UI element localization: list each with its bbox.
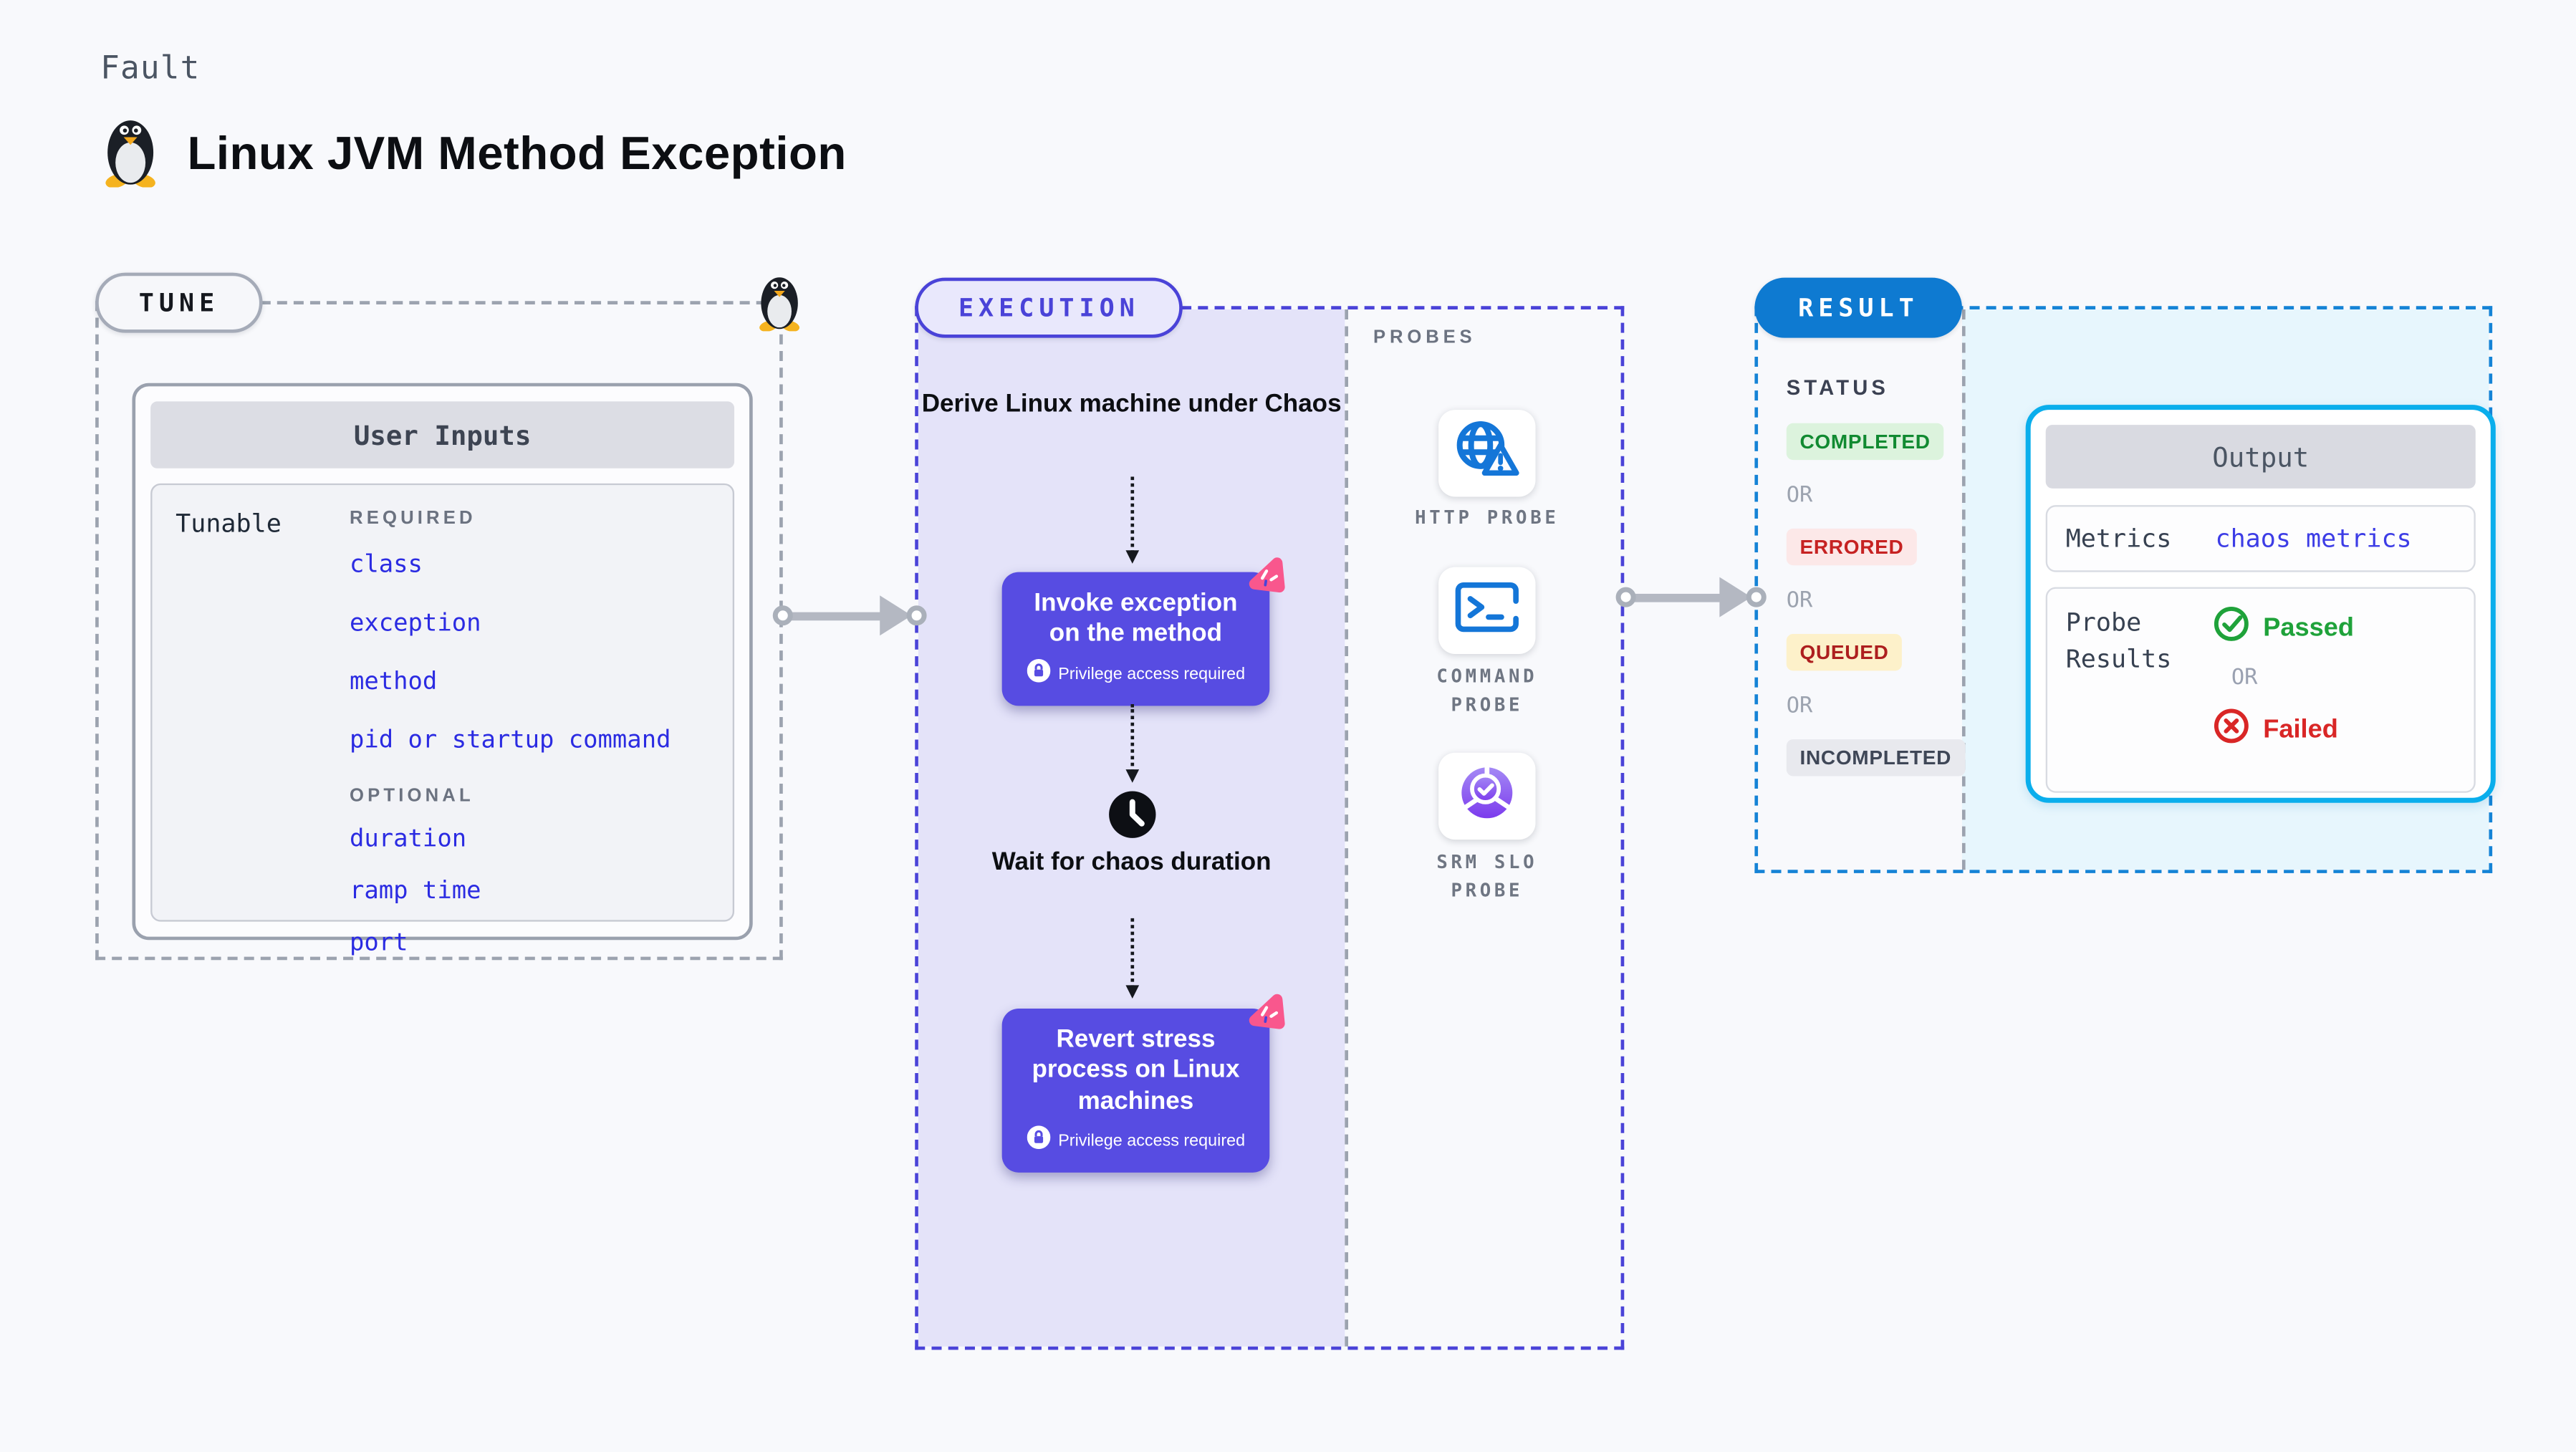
srm-slo-probe-label: SRM SLO PROBE xyxy=(1436,851,1538,902)
chaos-experiment-icon xyxy=(1244,990,1288,1042)
tux-penguin-icon xyxy=(97,110,163,196)
srm-slo-probe-card[interactable] xyxy=(1438,752,1536,840)
wait-step-text: Wait for chaos duration xyxy=(991,847,1272,877)
output-card: Output Metrics chaos metrics Probe Resul… xyxy=(2025,405,2496,803)
derive-step-text: Derive Linux machine under Chaos xyxy=(921,390,1342,418)
status-or-label: OR xyxy=(1786,694,1813,720)
connector-start-circle xyxy=(772,605,793,626)
status-badge-queued: QUEUED xyxy=(1786,633,1903,671)
connector-arrowhead xyxy=(1719,577,1751,617)
http-probe-label: HTTP PROBE xyxy=(1415,506,1559,529)
tune-to-execution-arrow xyxy=(772,595,927,636)
privilege-row: Privilege access required xyxy=(1015,658,1256,690)
connector-end-circle xyxy=(906,605,927,626)
connector-shaft xyxy=(1632,592,1724,602)
probe-results-row: Probe Results Passed OR xyxy=(2045,587,2476,793)
metrics-row: Metrics chaos metrics xyxy=(2045,505,2476,572)
connector-shaft xyxy=(789,611,883,620)
tunable-panel: Tunable REQUIRED class exception method … xyxy=(150,483,735,957)
invoke-node-title: Invoke exception on the method xyxy=(1034,588,1238,648)
chaos-metrics-link[interactable]: chaos metrics xyxy=(2215,523,2412,554)
tunable-exception[interactable]: exception xyxy=(350,610,481,638)
status-output-divider xyxy=(1961,309,1966,870)
connector-start-circle xyxy=(1615,587,1636,607)
probe-verdicts: Passed OR Failed xyxy=(2206,605,2456,774)
slo-pie-icon xyxy=(1455,760,1519,832)
probe-results-label: Probe Results xyxy=(2065,607,2172,674)
lock-icon xyxy=(1026,1125,1050,1157)
status-or-label: OR xyxy=(1786,588,1813,614)
flow-arrow-3 xyxy=(1125,918,1138,999)
title-row: Linux JVM Method Exception xyxy=(97,110,846,196)
lock-icon xyxy=(1026,658,1050,690)
execution-probes-divider xyxy=(1345,309,1349,1347)
chaos-experiment-icon xyxy=(1244,554,1288,605)
tune-section: TUNE User Inputs Tunable REQUIRED class … xyxy=(95,272,800,961)
flow-arrow-1 xyxy=(1125,476,1138,564)
metrics-label: Metrics xyxy=(2065,523,2172,554)
execution-to-result-arrow xyxy=(1615,577,1767,617)
result-pill[interactable]: RESULT xyxy=(1754,277,1963,338)
required-group-label: REQUIRED xyxy=(350,508,476,529)
terminal-icon xyxy=(1453,578,1520,643)
clock-icon xyxy=(1107,309,1158,838)
tunable-row-label: Tunable xyxy=(176,508,282,539)
command-probe-label: COMMAND PROBE xyxy=(1436,665,1538,716)
status-column-label: STATUS xyxy=(1786,376,1890,400)
status-badge-incompleted: INCOMPLETED xyxy=(1786,739,1965,777)
execution-section: EXECUTION Derive Linux machine under Cha… xyxy=(915,277,1625,1350)
execution-pill[interactable]: EXECUTION xyxy=(915,277,1183,338)
privilege-text: Privilege access required xyxy=(1058,1132,1246,1151)
passed-verdict: Passed xyxy=(2213,605,2456,650)
optional-group-label: OPTIONAL xyxy=(350,786,474,807)
status-or-label: OR xyxy=(1786,483,1813,509)
flow-arrow-2 xyxy=(1125,704,1138,783)
command-probe-card[interactable] xyxy=(1438,567,1536,654)
check-circle-icon xyxy=(2213,605,2249,650)
user-inputs-header: User Inputs xyxy=(150,401,735,468)
tunable-class[interactable]: class xyxy=(350,552,423,579)
tunable-port[interactable]: port xyxy=(350,930,408,957)
result-section: RESULT STATUS COMPLETED OR ERRORED OR QU… xyxy=(1754,277,2496,873)
http-probe-card[interactable] xyxy=(1438,410,1536,497)
verdict-or-label: OR xyxy=(2231,665,2258,691)
status-badge-completed: COMPLETED xyxy=(1786,423,1944,461)
tunable-duration[interactable]: duration xyxy=(350,826,467,853)
connector-end-circle xyxy=(1746,587,1767,607)
output-header: Output xyxy=(2045,425,2476,489)
invoke-exception-node[interactable]: Invoke exception on the method Privilege… xyxy=(1001,557,1285,706)
tune-pill[interactable]: TUNE xyxy=(95,272,263,333)
user-inputs-card: User Inputs Tunable REQUIRED class excep… xyxy=(132,383,753,957)
connector-arrowhead xyxy=(880,595,912,636)
globe-alert-icon xyxy=(1450,418,1524,489)
page-title: Linux JVM Method Exception xyxy=(187,126,847,178)
x-circle-icon xyxy=(2213,708,2249,753)
tunable-ramp-time[interactable]: ramp time xyxy=(350,878,481,905)
fault-eyebrow: Fault xyxy=(100,50,201,87)
probes-label: PROBES xyxy=(1373,327,1476,348)
revert-node-title: Revert stress process on Linux machines xyxy=(1032,1025,1240,1115)
revert-stress-node[interactable]: Revert stress process on Linux machines … xyxy=(1001,994,1285,1173)
failed-text: Failed xyxy=(2263,715,2338,744)
tunable-pid-or-startup-command[interactable]: pid or startup command xyxy=(350,727,671,755)
privilege-row: Privilege access required xyxy=(1015,1125,1256,1157)
failed-verdict: Failed xyxy=(2213,708,2456,753)
tux-penguin-corner-icon xyxy=(753,269,807,340)
passed-text: Passed xyxy=(2263,612,2355,642)
privilege-text: Privilege access required xyxy=(1058,665,1246,684)
tunable-list: REQUIRED class exception method pid or s… xyxy=(350,509,723,982)
tunable-method[interactable]: method xyxy=(350,669,438,696)
status-badge-errored: ERRORED xyxy=(1786,528,1918,566)
